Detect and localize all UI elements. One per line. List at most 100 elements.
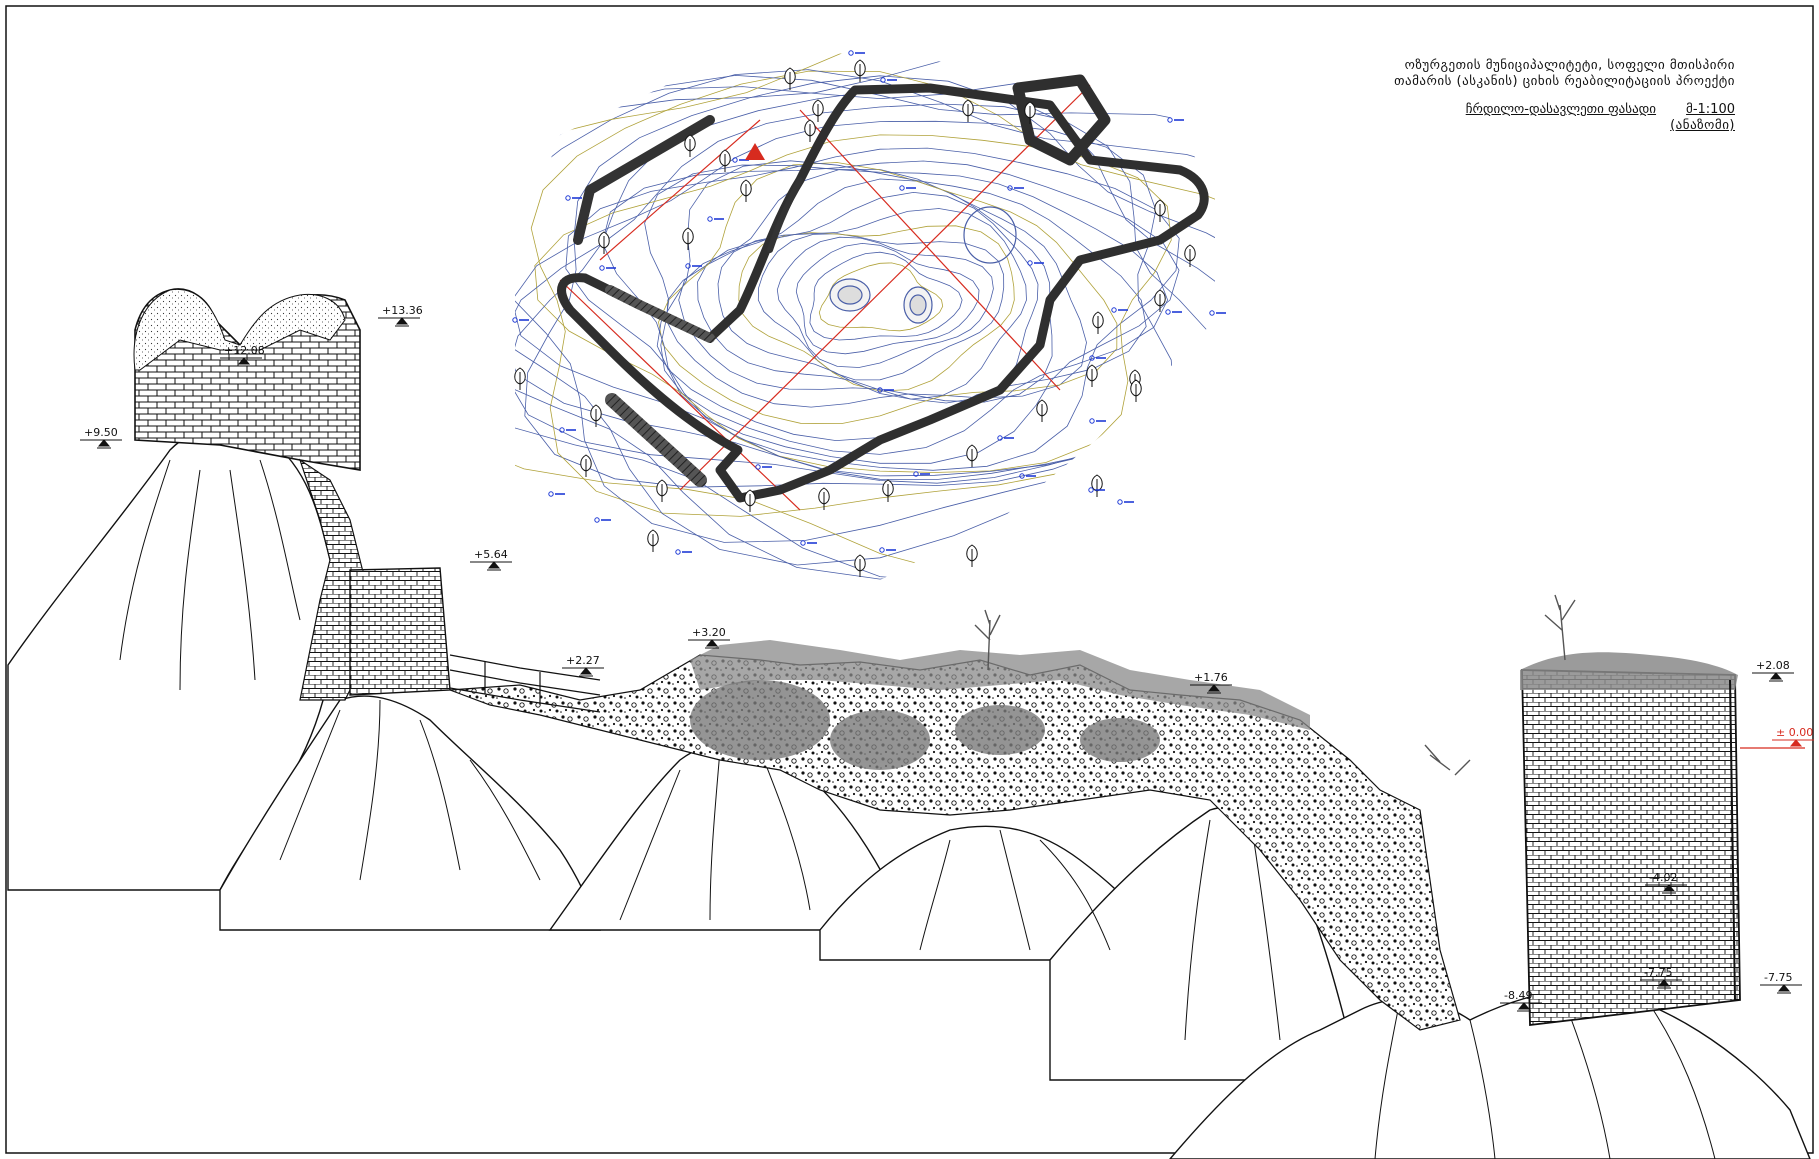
vegetation-band	[690, 640, 1310, 730]
survey-point-icon	[1019, 473, 1025, 479]
right-tower	[1521, 669, 1741, 1027]
drawing-scale: მ-1:100	[1686, 102, 1735, 117]
right-tower-ruin-crown	[1520, 652, 1738, 690]
conifer-tree-icon	[719, 149, 731, 172]
conifer-tree-icon	[740, 179, 752, 202]
facade-elevation: +13.36 +9.50 +12.08 +5.64 +2.27 +3.20 +1.76 +2.…	[7, 288, 1814, 1159]
survey-point-icon	[1111, 307, 1117, 313]
elevation-markers: +13.36 +9.50 +12.08 +5.64 +2.27 +3.20 +1.76 +2.…	[80, 304, 1814, 1012]
drawing-note: (ანაზომი)	[1670, 118, 1735, 133]
rock-outcrops	[829, 206, 1017, 324]
title-municipality: ოზურგეთის მუნიციპალიტეტი, სოფელი მთისპირ…	[1404, 58, 1735, 73]
survey-points	[512, 50, 1226, 555]
survey-point-icon	[1027, 260, 1033, 266]
elevation-label: +13.36	[382, 304, 423, 317]
survey-point-icon	[675, 549, 681, 555]
vegetation-patches	[690, 680, 1160, 770]
conifer-tree-icon	[854, 554, 866, 577]
elevation-label: +5.64	[474, 548, 508, 561]
conifer-tree-icon	[966, 544, 978, 567]
survey-point-icon	[1089, 418, 1095, 424]
sheet-border	[5, 5, 1814, 1154]
conifer-tree-icon	[684, 134, 696, 157]
survey-point-icon	[1089, 355, 1095, 361]
elevation-label: +9.50	[84, 426, 118, 439]
conifer-tree-icon	[1036, 399, 1048, 422]
survey-point-icon	[685, 263, 691, 269]
elevation-label: -7.75	[1764, 971, 1792, 984]
survey-point-icon	[559, 427, 565, 433]
conifer-tree-icon	[962, 99, 974, 122]
conifer-tree-icon	[966, 444, 978, 467]
elevation-marker-e000: ± 0.00	[1772, 726, 1814, 749]
conifer-tree-icon	[1154, 199, 1166, 222]
contour-line	[656, 160, 1147, 442]
conifer-tree-icon	[818, 487, 830, 510]
survey-point-icon	[565, 195, 571, 201]
timber-bridge	[449, 654, 601, 713]
conifer-tree-icon	[882, 479, 894, 502]
conifer-tree-icon	[1086, 364, 1098, 387]
elevation-marker-e564: +5.64	[470, 548, 512, 571]
contour-line	[738, 225, 1015, 392]
survey-point-icon	[732, 157, 738, 163]
conifer-tree-icon	[744, 489, 756, 512]
left-tower-ruin-crown	[133, 288, 346, 371]
elevation-marker-e176: +1.76	[1190, 671, 1232, 694]
conifer-tree-icon	[812, 99, 824, 122]
elevation-label: +1.76	[1194, 671, 1228, 684]
survey-point-icon	[880, 77, 886, 83]
contour-line	[515, 87, 1215, 484]
elevation-marker-e320: +3.20	[688, 626, 730, 649]
elevation-label: +2.08	[1756, 659, 1790, 672]
conifer-tree-icon	[1024, 101, 1036, 124]
elevation-marker-e208: +2.08	[1752, 659, 1794, 682]
conifer-tree-icon	[804, 119, 816, 142]
conifer-tree-icon	[656, 479, 668, 502]
elevation-marker-e849: -8.49	[1500, 989, 1542, 1012]
conifer-tree-icon	[1184, 244, 1196, 267]
conifer-tree-icon	[647, 529, 659, 552]
conifer-tree-icon	[590, 404, 602, 427]
red-triangle-icon	[745, 143, 765, 160]
survey-point-icon	[1209, 310, 1215, 316]
survey-point-icon	[1167, 117, 1173, 123]
drawing-name: ჩრდილო-დასავლეთი ფასადი	[1465, 102, 1657, 117]
survey-point-icon	[877, 387, 883, 393]
elevation-label: -8.49	[1504, 989, 1532, 1002]
elevation-marker-e1336: +13.36	[378, 304, 423, 327]
conifer-tree-icon	[580, 454, 592, 477]
contour-line	[678, 178, 1053, 403]
section-lines	[559, 84, 1091, 511]
title-project: თამარის (ასკანის) ციხის რეაბილიტაციის პრ…	[1394, 74, 1735, 89]
contour-line	[524, 75, 1215, 488]
contour-line	[809, 251, 963, 341]
contour-line	[795, 242, 980, 355]
elevation-marker-e227: +2.27	[562, 654, 604, 677]
hill-hatch-lines	[119, 459, 1716, 1159]
survey-point-icon	[512, 317, 518, 323]
elevation-label: +12.08	[224, 344, 265, 357]
title-block: ოზურგეთის მუნიციპალიტეტი, სოფელი მთისპირ…	[1394, 58, 1735, 134]
middle-tower	[349, 567, 451, 696]
elevation-marker-e775a: -7.75	[1640, 966, 1682, 989]
contour-line	[776, 236, 994, 368]
elevation-marker-e1208: +12.08	[220, 344, 265, 367]
survey-point-icon	[997, 435, 1003, 441]
survey-point-icon	[1007, 185, 1013, 191]
survey-point-icon	[1165, 309, 1171, 315]
conifer-tree-icon	[784, 67, 796, 90]
contour-line	[757, 233, 1005, 381]
conifer-tree-icon	[598, 231, 610, 254]
contour-line	[717, 208, 1027, 400]
conifer-tree-icon	[682, 227, 694, 250]
elevation-marker-e402: -4.02	[1645, 871, 1687, 894]
elevation-marker-e775b: -7.75	[1760, 971, 1802, 994]
survey-point-icon	[755, 464, 761, 470]
dead-trees	[974, 594, 1576, 776]
tree-symbols	[514, 59, 1196, 577]
elevation-label: -4.02	[1649, 871, 1677, 884]
elevation-label: -7.75	[1644, 966, 1672, 979]
conifer-tree-icon	[514, 367, 526, 390]
